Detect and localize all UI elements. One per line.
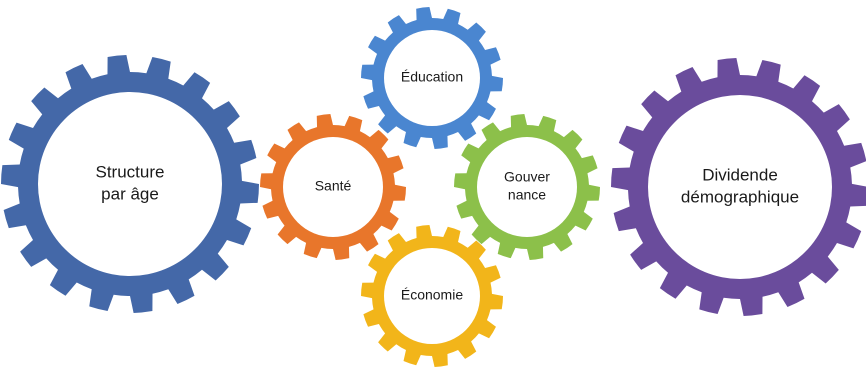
gear-dividende-demographique-label-line: Dividende [702,165,778,184]
gear-structure-par-age: Structure par âge [0,55,259,313]
gear-sante-hub [283,137,383,237]
gear-dividende-demographique: Dividende démographique [610,58,866,316]
gear-gouvernance-label-line: nance [508,187,546,203]
gear-dividende-demographique-label-line: démographique [681,187,799,206]
gear-structure-par-age-hub [38,92,222,276]
gear-structure-par-age-label-line: Structure [96,162,165,181]
gear-economie-hub [384,248,480,344]
gear-sante: Santé [260,114,406,260]
gear-education-label-line: Éducation [401,69,463,85]
gear-gouvernance-hub [477,137,577,237]
gear-dividende-demographique-hub [648,95,832,279]
gear-economie: Économie [361,225,503,367]
gear-structure-par-age-label-line: par âge [101,184,159,203]
gear-gouvernance-label-line: Gouver [504,169,550,185]
gear-sante-label-line: Santé [315,178,352,194]
gear-gouvernance: Gouver nance [454,114,601,260]
gear-education: Éducation [361,7,503,149]
gear-economie-label-line: Économie [401,287,463,303]
gear-education-hub [384,30,480,126]
